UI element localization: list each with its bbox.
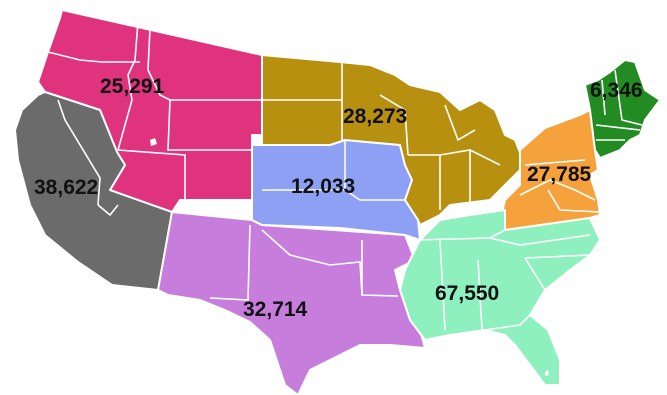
region-label-northwest: 25,291 bbox=[100, 75, 165, 98]
region-southwest[interactable] bbox=[157, 211, 426, 395]
region-midwest[interactable] bbox=[261, 54, 526, 226]
region-label-new-england: 6,346 bbox=[590, 79, 643, 102]
region-pacific-southwest[interactable] bbox=[14, 91, 173, 291]
region-label-southeast: 67,550 bbox=[435, 282, 499, 305]
region-label-southwest: 32,714 bbox=[243, 298, 308, 321]
region-label-midwest: 28,273 bbox=[343, 105, 407, 128]
lake-okeechobee bbox=[545, 370, 549, 376]
region-label-plains: 12,033 bbox=[291, 175, 355, 198]
region-label-pacific-southwest: 38,622 bbox=[34, 176, 98, 199]
region-mid-atlantic[interactable] bbox=[499, 109, 601, 231]
great-salt-lake bbox=[150, 138, 157, 146]
region-label-mid-atlantic: 27,785 bbox=[527, 163, 592, 186]
region-southeast[interactable] bbox=[399, 209, 601, 386]
region-new-england[interactable] bbox=[584, 59, 661, 159]
